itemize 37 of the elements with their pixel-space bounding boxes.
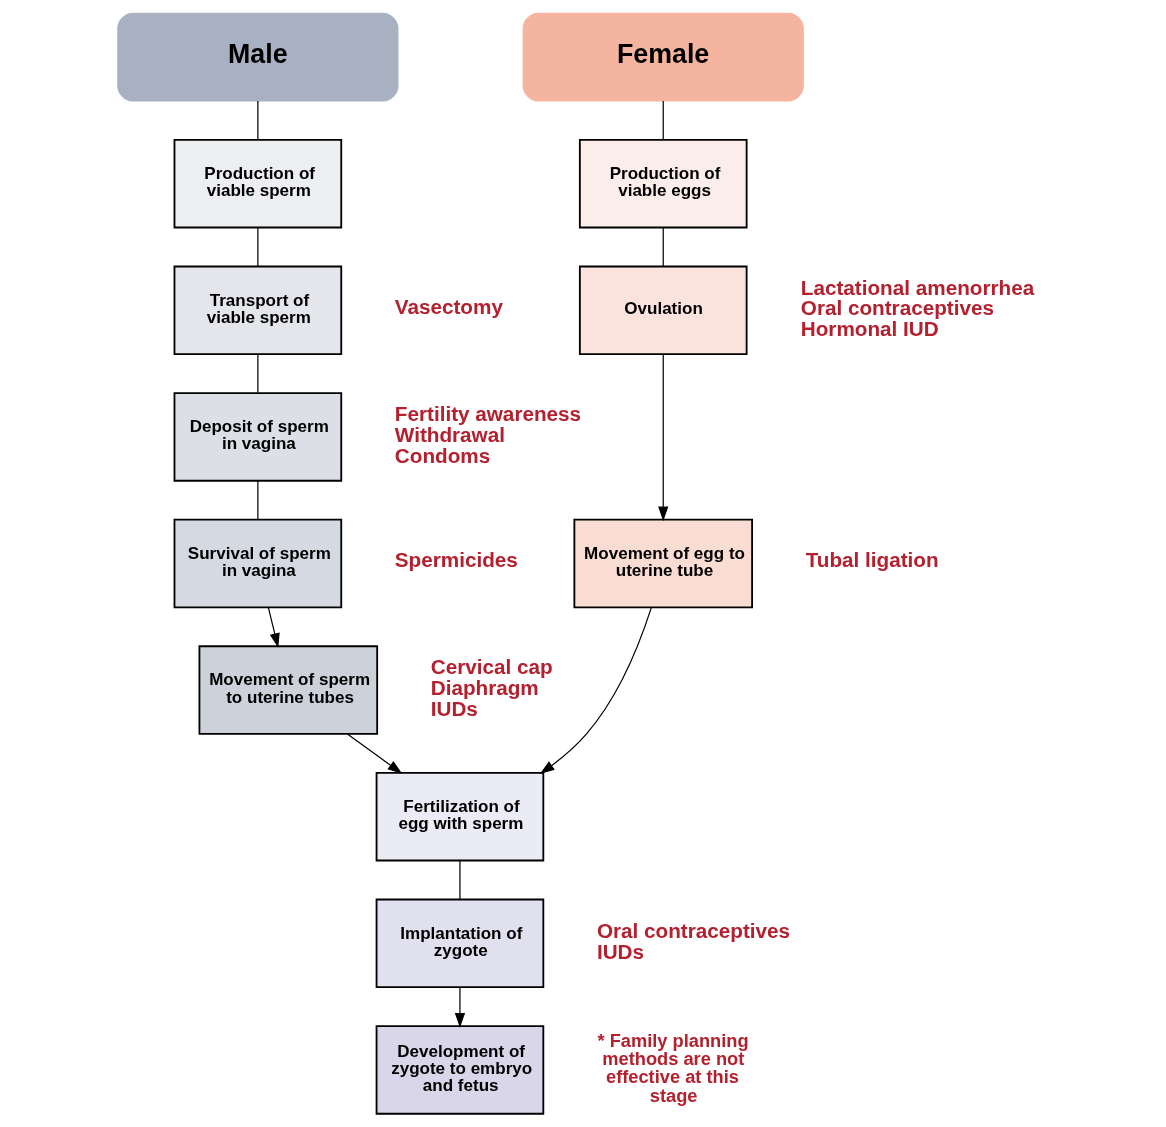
node-label: IUDs [596, 939, 644, 963]
node-box: Production of viable eggs [578, 138, 748, 229]
node-box: Deposit of sperm in vagina [173, 392, 342, 482]
node-label: Tubal ligation [805, 548, 939, 572]
connector [458, 860, 461, 900]
node-label: Oral contraceptives [596, 918, 790, 942]
node-box: Movement of sperm to uterine tubes [198, 645, 378, 735]
arrow [454, 986, 465, 1028]
connector [256, 480, 258, 521]
node-box: Male [116, 12, 398, 102]
node-label: Condoms [394, 443, 490, 467]
node-label: Diaphragm [430, 676, 539, 700]
arrow [539, 606, 652, 774]
node-box: Survival of sperm in vagina [173, 518, 342, 609]
node-box: Development of zygote to embryo and fetus [375, 1025, 544, 1115]
arrow [346, 733, 402, 774]
node-box: Production of viable sperm [173, 138, 342, 229]
node-box: Transport of viable sperm [173, 265, 342, 356]
node-label: Lactational amenorrhea [800, 275, 1034, 299]
node-box: Implantation of zygote [375, 898, 544, 989]
node-label: Oral contraceptives [800, 296, 994, 320]
node-box: Ovulation [578, 265, 748, 356]
node-box: Female [522, 12, 804, 102]
node-label: Cervical cap [430, 655, 553, 679]
arrow [267, 606, 280, 648]
connector [662, 227, 664, 267]
node-box: Fertilization of egg with sperm [375, 771, 544, 862]
connector [256, 353, 258, 394]
node-label: Vasectomy [394, 295, 503, 319]
node-box: Movement of egg to uterine tube [572, 518, 753, 609]
node-label: Fertility awareness [394, 402, 581, 426]
connector [256, 227, 258, 267]
label: * Family planning methods are not effective at this stage [597, 1029, 749, 1106]
connector [256, 100, 258, 141]
connector [662, 100, 664, 141]
arrow [657, 354, 668, 522]
node-label: Spermicides [394, 548, 518, 572]
